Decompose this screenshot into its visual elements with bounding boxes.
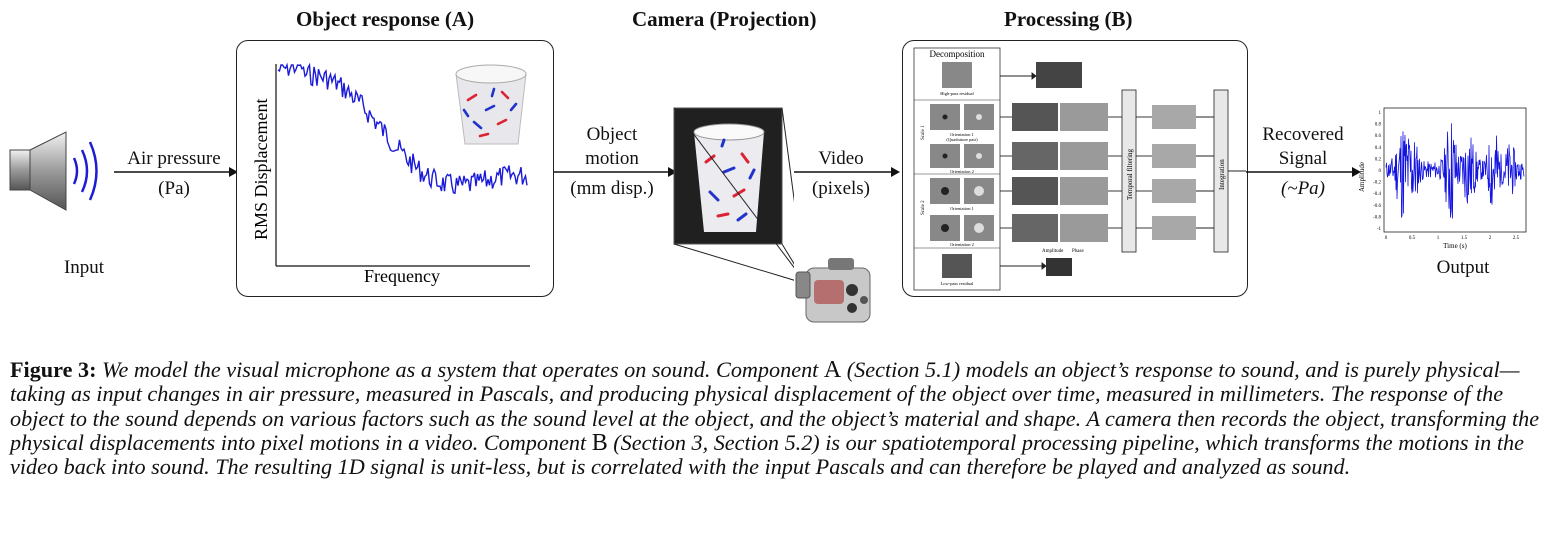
ytick-label: -0.4 (1373, 192, 1381, 197)
component-a: A (823, 357, 842, 383)
phase-tile (1060, 177, 1108, 205)
orient1-q-label: Orientation 1 (950, 132, 974, 137)
arrow-object-motion (554, 167, 677, 177)
input-label: Input (63, 257, 105, 278)
figure-caption: Figure 3: We model the visual microphone… (10, 357, 1550, 480)
ytick-label: 1 (1379, 111, 1382, 116)
ytick-label: 0.6 (1375, 134, 1382, 139)
object-response-title: Object response (A) (296, 7, 475, 31)
filtered-tile (1152, 105, 1196, 129)
ytick-label: 0.2 (1375, 157, 1382, 162)
lowpass-label: Low-pass residual (941, 281, 975, 286)
scale2-label: Scale 2 (921, 200, 926, 215)
output-waveform-plot: 1 0.8 0.6 0.4 0.2 0 -0.2 -0.4 -0.6 -0.8 -1 0 0.5 1 1.… (1358, 107, 1527, 250)
output-label: Output (1436, 257, 1490, 278)
response-xlabel: Frequency (364, 266, 440, 286)
quadrature-label: (Quadrature pair) (946, 137, 978, 142)
xtick-label: 2 (1489, 236, 1492, 241)
phase-tile (1060, 142, 1108, 170)
pa-label: (Pa) (158, 178, 190, 199)
caption-text-2: (Section 5.1) models an object’s respons… (10, 357, 1540, 455)
xtick-label: 0.5 (1409, 236, 1416, 241)
filtered-tile (1152, 144, 1196, 168)
output-ylabel: Amplitude (1358, 162, 1366, 192)
filtered-tile (1152, 179, 1196, 203)
cup-photo (452, 60, 530, 148)
object-label: Object (586, 124, 638, 145)
signal-label: Signal (1278, 148, 1328, 169)
orient2-label-2: Orientation 2 (950, 242, 974, 247)
camera-title: Camera (Projection) (632, 7, 817, 31)
video-label: Video (818, 148, 864, 169)
caption-text-1: We model the visual microphone as a syst… (96, 357, 824, 382)
figure-number: Figure 3: (10, 357, 97, 382)
phase-tile (1060, 103, 1108, 131)
filtered-tile (1152, 216, 1196, 240)
motion-label: motion (585, 148, 639, 169)
arrow-recovered-signal (1246, 167, 1361, 177)
highpass-label: High-pass residual (940, 91, 974, 96)
video-camera-icon (795, 258, 871, 323)
xtick-label: 1.5 (1461, 236, 1468, 241)
xtick-label: 1 (1437, 236, 1440, 241)
amplitude-tile (1012, 142, 1058, 170)
response-plot: RMS Displacement Frequency (251, 60, 530, 286)
processing-title: Processing (B) (1004, 7, 1133, 31)
amplitude-tile (1012, 177, 1058, 205)
recovered-label: Recovered (1262, 124, 1344, 145)
ytick-label: -0.8 (1373, 215, 1381, 220)
camera-scene (673, 107, 794, 281)
ytick-label: -1 (1377, 227, 1382, 232)
arrow-air-pressure (114, 167, 238, 177)
decomposition-label: Decomposition (930, 49, 985, 59)
caption-text-3: (Section 3, Section 5.2) is our spatiote… (10, 429, 1524, 480)
orient1-label: Orientation 1 (950, 206, 974, 211)
xtick-label: 2.5 (1513, 236, 1520, 241)
amplitude-label: Amplitude (1042, 249, 1064, 254)
ytick-label: 0 (1379, 169, 1382, 174)
ytick-label: -0.6 (1373, 204, 1381, 209)
ytick-label: -0.2 (1373, 181, 1381, 186)
pixels-label: (pixels) (811, 178, 871, 199)
output-xlabel: Time (s) (1443, 242, 1467, 250)
ytick-label: 0.4 (1375, 146, 1382, 151)
amplitude-tile (1012, 103, 1058, 131)
integration-label: Integration (1218, 159, 1226, 190)
ytick-label: 0.8 (1375, 123, 1382, 128)
air-pressure-label: Air pressure (127, 148, 221, 169)
mm-disp-label: (mm disp.) (570, 178, 654, 199)
processing-diagram: Decomposition High-pass residual Scale 1… (913, 47, 1246, 291)
phase-tile (1060, 214, 1108, 242)
orient2-label-1: Orientation 2 (950, 169, 974, 174)
response-ylabel: RMS Displacement (251, 99, 271, 241)
speaker-icon (9, 131, 98, 211)
pa-approx-label: (~Pa) (1280, 178, 1326, 199)
amplitude-tile (1012, 214, 1058, 242)
phase-label: Phase (1072, 249, 1084, 254)
xtick-label: 0 (1385, 236, 1388, 241)
component-b: B (591, 429, 608, 456)
arrow-video (794, 167, 900, 177)
scale1-label: Scale 1 (921, 125, 926, 140)
temporal-filtering-label: Temporal filtering (1126, 148, 1134, 200)
